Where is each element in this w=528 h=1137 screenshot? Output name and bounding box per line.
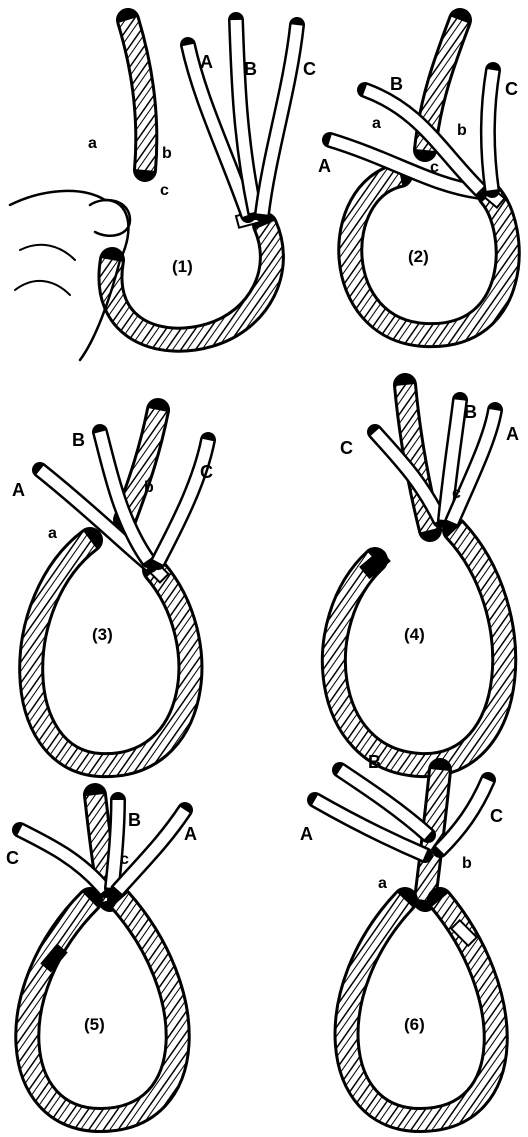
strand-label-c-upper: C <box>303 59 316 79</box>
strand-label-a-upper: A <box>318 156 331 176</box>
panel-number: (4) <box>404 625 425 644</box>
strand-label-b-upper: B <box>72 430 85 450</box>
rope-loop <box>110 225 271 340</box>
panel-number: (2) <box>408 247 429 266</box>
rope-label-c-lower: c <box>160 182 169 199</box>
rope-label-c-lower: c <box>120 851 129 868</box>
strand-label-a-upper: A <box>300 824 313 844</box>
panel-3: A B C a b (3) <box>12 410 213 765</box>
strand-label-a-upper: A <box>12 480 25 500</box>
panel-number: (1) <box>172 257 193 276</box>
rope-label-a-lower: a <box>88 135 97 152</box>
rope-label-a-lower: a <box>48 525 57 542</box>
unlaid-strands <box>188 20 297 215</box>
rope-label-c-lower: c <box>452 485 461 502</box>
rope-label-a-lower: a <box>378 875 387 892</box>
panel-number: (3) <box>92 625 113 644</box>
strand-label-c-upper: C <box>505 79 518 99</box>
strand-label-b-upper: B <box>128 810 141 830</box>
rope-label-b-lower: b <box>462 855 472 872</box>
strand-label-c-upper: C <box>200 462 213 482</box>
strand-label-b-upper: B <box>390 74 403 94</box>
strand-label-a-upper: A <box>184 824 197 844</box>
rope-label-b-lower: b <box>162 145 172 162</box>
strand-label-a-upper: A <box>506 424 519 444</box>
rope-label-a-lower: a <box>372 115 381 132</box>
panel-5: A B C c (5) <box>6 795 197 1120</box>
strand-label-b-upper: B <box>368 752 381 772</box>
rope-label-b-lower: b <box>144 479 154 496</box>
panel-6: A B C a b (6) <box>300 752 503 1120</box>
strand-label-b-upper: B <box>464 402 477 422</box>
panel-number: (5) <box>84 1015 105 1034</box>
panel-1: A B C a b c (1) <box>10 20 316 360</box>
strand-label-c-upper: C <box>6 848 19 868</box>
standing-rope <box>128 20 146 170</box>
strand-label-a-upper: A <box>200 52 213 72</box>
rope-label-c-lower: c <box>430 159 439 176</box>
panel-number: (6) <box>404 1015 425 1034</box>
rope-label-b-lower: b <box>457 122 467 139</box>
strand-label-c-upper: C <box>490 806 503 826</box>
strand-label-b-upper: B <box>244 59 257 79</box>
strand-label-c-upper: C <box>340 438 353 458</box>
panel-4: A B C c (4) <box>334 385 519 765</box>
panel-2: A B C a b c (2) <box>318 20 518 335</box>
